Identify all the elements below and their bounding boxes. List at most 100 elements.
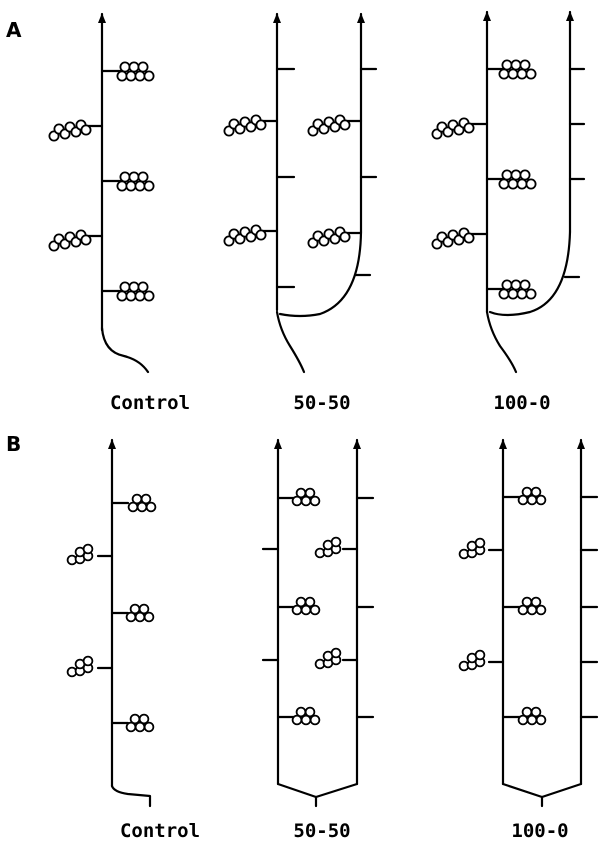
berry bbox=[143, 180, 155, 192]
berry bbox=[128, 281, 140, 293]
berry bbox=[125, 611, 137, 623]
berry bbox=[125, 180, 137, 192]
fruit-cluster bbox=[314, 536, 342, 559]
berry bbox=[116, 180, 128, 192]
berry bbox=[507, 68, 519, 80]
berry bbox=[291, 714, 303, 726]
berry bbox=[530, 706, 542, 718]
berry bbox=[82, 543, 94, 555]
berry bbox=[525, 178, 537, 190]
fruit-cluster bbox=[517, 486, 547, 506]
berry bbox=[474, 537, 486, 549]
fruit-cluster bbox=[48, 229, 92, 252]
berry bbox=[125, 70, 137, 82]
berry bbox=[516, 178, 528, 190]
fruit-cluster bbox=[307, 114, 351, 137]
fruit-cluster bbox=[307, 226, 351, 249]
berry bbox=[255, 119, 267, 131]
berry bbox=[80, 124, 92, 136]
panel-b-control-plant bbox=[66, 438, 157, 808]
fruit-cluster bbox=[458, 537, 486, 560]
berry bbox=[526, 494, 538, 506]
berry bbox=[137, 61, 149, 73]
panel-a-5050-plant bbox=[223, 12, 378, 374]
berry bbox=[140, 493, 152, 505]
fruit-cluster bbox=[125, 603, 155, 623]
panel-a-caption-1000: 100-0 bbox=[493, 392, 550, 414]
berry bbox=[517, 494, 529, 506]
berry bbox=[516, 288, 528, 300]
berry bbox=[119, 171, 131, 183]
fruit-cluster bbox=[291, 596, 321, 616]
berry bbox=[127, 501, 139, 513]
berry bbox=[300, 604, 312, 616]
berry bbox=[535, 604, 547, 616]
berry bbox=[128, 171, 140, 183]
berry bbox=[138, 603, 150, 615]
berry bbox=[119, 61, 131, 73]
berry bbox=[339, 119, 351, 131]
berry bbox=[134, 180, 146, 192]
panel-a-caption-control: Control bbox=[110, 392, 190, 414]
berry bbox=[291, 495, 303, 507]
panel-b-caption-control: Control bbox=[120, 820, 200, 842]
fruit-cluster bbox=[116, 281, 155, 302]
berry bbox=[526, 604, 538, 616]
berry bbox=[526, 714, 538, 726]
berry bbox=[134, 70, 146, 82]
fruit-cluster bbox=[48, 119, 92, 142]
fruit-cluster bbox=[498, 59, 537, 80]
berry bbox=[300, 495, 312, 507]
panel-b: Control 50-50 100-0 bbox=[66, 438, 599, 842]
berry bbox=[498, 288, 510, 300]
berry bbox=[300, 714, 312, 726]
berry bbox=[498, 178, 510, 190]
panel-b-caption-5050: 50-50 bbox=[293, 820, 350, 842]
berry bbox=[510, 279, 522, 291]
berry bbox=[143, 611, 155, 623]
berry bbox=[125, 721, 137, 733]
berry bbox=[519, 59, 531, 71]
berry bbox=[116, 290, 128, 302]
panel-a-control-plant bbox=[48, 12, 155, 374]
berry bbox=[119, 281, 131, 293]
berry bbox=[309, 714, 321, 726]
fruit-cluster bbox=[498, 169, 537, 190]
berry bbox=[510, 59, 522, 71]
berry bbox=[510, 169, 522, 181]
fruit-cluster bbox=[498, 279, 537, 300]
berry bbox=[535, 714, 547, 726]
berry bbox=[134, 611, 146, 623]
panel-a-label: A bbox=[6, 18, 22, 42]
fruit-cluster bbox=[458, 649, 486, 672]
berry bbox=[145, 501, 157, 513]
berry bbox=[80, 234, 92, 246]
berry bbox=[519, 279, 531, 291]
berry bbox=[530, 596, 542, 608]
berry bbox=[507, 178, 519, 190]
berry bbox=[530, 486, 542, 498]
berry bbox=[143, 290, 155, 302]
berry bbox=[309, 495, 321, 507]
berry bbox=[339, 231, 351, 243]
berry bbox=[501, 279, 513, 291]
panel-a-1000-plant bbox=[431, 10, 586, 374]
berry bbox=[525, 68, 537, 80]
berry bbox=[137, 171, 149, 183]
panel-b-caption-1000: 100-0 bbox=[511, 820, 568, 842]
berry bbox=[128, 61, 140, 73]
fruit-cluster bbox=[517, 706, 547, 726]
panel-a-caption-5050: 50-50 bbox=[293, 392, 350, 414]
berry bbox=[143, 721, 155, 733]
berry bbox=[255, 229, 267, 241]
fruit-cluster bbox=[291, 706, 321, 726]
fruit-cluster bbox=[223, 114, 267, 137]
berry bbox=[138, 713, 150, 725]
berry bbox=[136, 501, 148, 513]
berry bbox=[304, 596, 316, 608]
berry bbox=[525, 288, 537, 300]
berry bbox=[463, 122, 475, 134]
berry bbox=[519, 169, 531, 181]
fruit-cluster bbox=[125, 713, 155, 733]
